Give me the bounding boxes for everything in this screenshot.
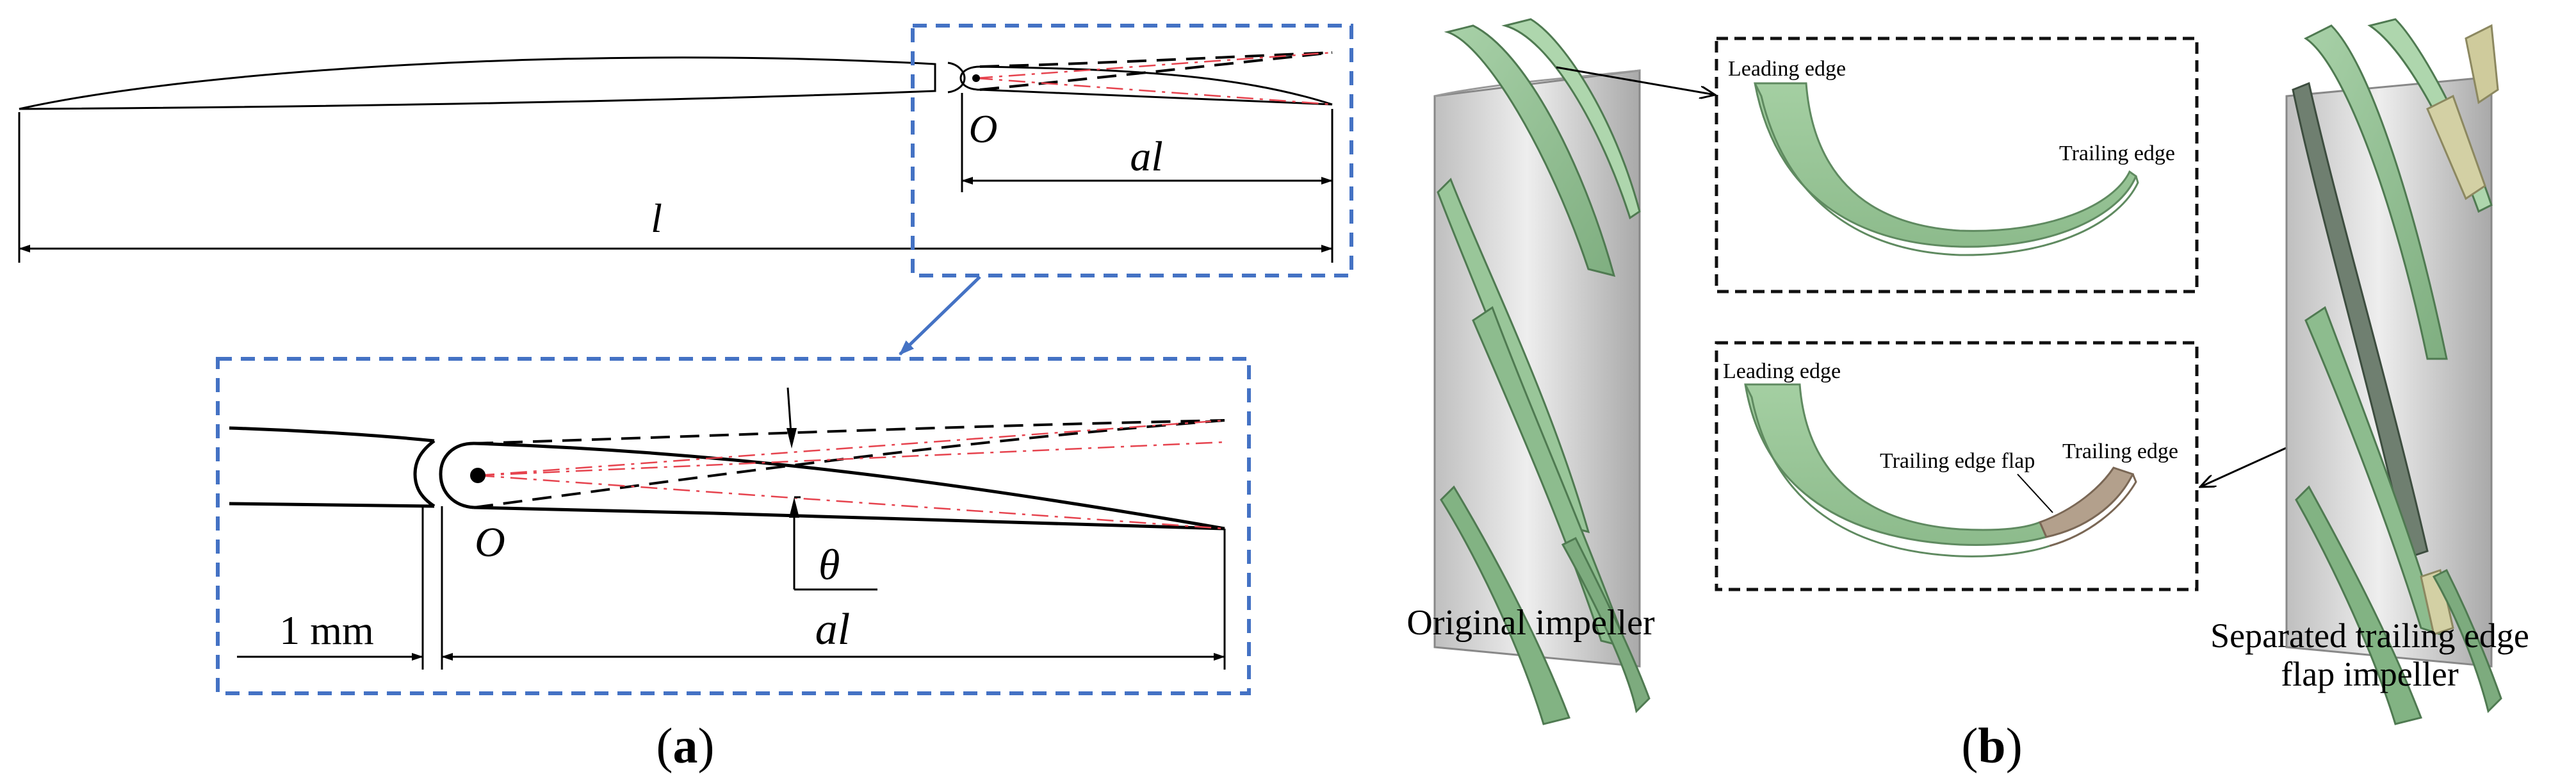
flap-label: Trailing edge flap [1880, 449, 2035, 473]
label-zoom-flap-length: al [815, 605, 850, 654]
flap-impeller-drawing [2285, 18, 2502, 725]
label-flap-length: al [1130, 133, 1162, 180]
caption-b: (b) [1961, 718, 2022, 773]
flap-section-box [1715, 341, 2199, 591]
pivot-point [972, 74, 980, 82]
label-gap: 1 mm [279, 607, 374, 653]
label-angle-theta: θ [819, 540, 840, 589]
flap-impeller-label-line1: Separated trailing edge [2210, 616, 2529, 655]
original-impeller-label: Original impeller [1406, 603, 1655, 643]
original-section-box [1715, 37, 2199, 293]
original-section-pointer [1556, 66, 1715, 95]
flap-blade-section [1744, 383, 2137, 557]
label-zoom-pivot-O: O [475, 519, 505, 566]
caption-a: (a) [656, 718, 715, 773]
dimension-al-top [961, 93, 1333, 192]
zoom-connector [899, 276, 981, 356]
flap-impeller-label-line2: flap impeller [2281, 655, 2458, 693]
panel-b: Original impeller Leading edge Trailing … [1406, 18, 2529, 773]
original-leading-edge-label: Leading edge [1728, 57, 1846, 81]
flap-trailing-edge-label: Trailing edge [2062, 440, 2178, 463]
original-impeller-drawing [1433, 18, 1651, 725]
zoom-detail-box [216, 357, 1251, 695]
dimension-zoom [237, 506, 1226, 670]
original-blade-section [1754, 82, 2139, 256]
zoom-detail [229, 387, 1225, 591]
label-chord-length: l [651, 195, 662, 241]
zoom-pivot-point [470, 468, 485, 483]
panel-a: l al O [18, 24, 1353, 773]
original-trailing-edge-label: Trailing edge [2059, 142, 2175, 165]
label-pivot-O: O [969, 108, 998, 151]
zoom-source-box [911, 24, 1353, 277]
dimension-l [18, 109, 1333, 263]
blade-profile [19, 51, 1333, 110]
flap-leading-edge-label: Leading edge [1723, 359, 1841, 383]
